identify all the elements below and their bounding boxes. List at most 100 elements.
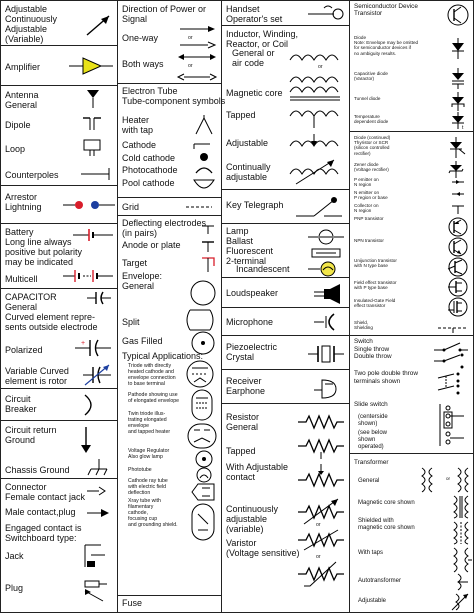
cell-lamp: Lamp Ballast Fluorescent 2-terminal Inca… [222,224,350,278]
label-lamp: Lamp Ballast Fluorescent 2-terminal [226,226,274,266]
label-unijunction: Unijunction transistor with N type base [354,258,397,269]
both-ways-arrow-icon [178,54,218,81]
label-n-emitter: N emitter on P region or base [354,190,388,201]
single-throw-switch-icon [432,340,470,352]
phototube-icon [194,466,214,484]
pentode-tube-icon [190,388,214,422]
transformer-general-icon [412,466,442,496]
cell-capacitor: CAPACITOR General Curved element repre- … [0,289,118,389]
cell-piezo: Piezoelectric Crystal [222,336,350,370]
label-fet: Field effect transistor with P type base [354,280,397,291]
label-diode-continued: Diode (continued) Thyristor or SCR (sili… [354,135,391,156]
label-counterpoles: Counterpoles [5,170,59,180]
counterpoles-icon [79,166,115,182]
label-arrestor: Arrestor Lightning [5,192,42,212]
label-or-bothways: or [188,63,193,69]
adjustable-transformer-icon [450,592,472,612]
label-split: Split [122,317,140,327]
tapped-transformer-icon [450,546,472,574]
fluorescent-lamp-icon [306,246,346,260]
label-switch: Switch Single throw Double throw [354,338,392,361]
grid-icon [184,204,214,210]
xray-tube-icon [188,502,218,542]
cell-inductor: Inductor, Winding, Reactor, or Coil Gene… [222,26,350,190]
two-pole-switch-icon [434,372,460,395]
cell-loudspeaker: Loudspeaker [222,278,350,308]
label-resistor-or2: or [316,554,321,560]
cell-battery: Battery Long line always positive but po… [0,224,118,289]
magnetic-core-inductor-icon [288,82,346,104]
label-diode: Diode Note: Envelope may be omitted for … [354,35,419,56]
battery-icon [71,228,115,242]
continually-adjustable-inductor-icon [288,158,346,186]
label-two-pole: Two pole double throw terminals shown [354,370,418,385]
deflecting-electrodes-icon [198,222,218,236]
label-key-telegraph: Key Telegraph [226,200,284,210]
label-electron-tube: Electron Tube Tube-component symbols [122,86,226,106]
label-antenna-general: Antenna General [5,90,39,110]
transistor-icon [446,3,470,27]
cell-switch: Switch Single throw Double throw Two pol… [350,336,474,454]
inductor-coil-icon [288,48,346,88]
label-resistor-or1: or [316,522,321,528]
label-circuit-breaker: Circuit Breaker [5,394,37,414]
label-anode: Anode or plate [122,240,181,250]
label-tr-or: or [446,476,451,481]
double-throw-switch-icon [432,353,464,369]
cathode-icon [190,138,218,150]
label-xray: Xray tube with filamentary cathode, focu… [128,498,178,528]
label-twin-triode: Twin triode illus- trating elongated env… [128,411,171,435]
voltage-regulator-icon [194,448,214,470]
label-crt: Cathode ray tube with electric field def… [128,478,168,496]
pnp-symbols-icon [448,180,468,218]
label-continuously: Continuously adjustable (variable) [226,504,279,534]
cell-handset: Handset Operator's set [222,0,350,26]
pool-cathode-icon [190,176,218,196]
envelope-split-icon [182,306,218,334]
anode-icon [198,238,218,254]
cell-adjustable: Adjustable Continuously Adjustable (Vari… [0,0,118,46]
label-inductor-or: or [318,64,323,70]
label-autotransformer: Autotransformer [358,578,402,584]
antenna-icon [87,90,99,110]
cell-semiconductor: Semiconductor Device Transistor Diode No… [350,0,474,132]
label-shield: Shield, Shielding [354,320,373,331]
label-typical: Typical Applications: [122,351,204,361]
transformer-alt-icon [454,466,472,496]
loop-antenna-icon [81,138,103,158]
cell-deflecting: Deflecting electrodes (in pairs) Anode o… [118,216,222,596]
label-pentode: Pathode showing use of elongated envelop… [128,392,180,404]
crt-icon [190,482,216,502]
label-zener: Zener diode (Voltage rectifier) [354,162,389,173]
capacitor-icon [85,291,113,305]
triode-tube-icon [184,358,216,390]
piezo-crystal-icon [306,342,346,366]
variable-resistor-icon [296,496,346,526]
one-way-arrow-icon [178,26,218,49]
label-centerside: (centerside shown) [358,414,388,427]
label-inductor-general: General or air code [232,48,275,68]
tapped-inductor-icon [288,106,346,132]
label-resistor: Resistor General [226,412,260,432]
label-tr-adjustable: Adjustable [358,598,387,604]
label-plug: Plug [5,583,24,593]
label-capacitor: CAPACITOR General Curved element repre- … [5,292,98,332]
photocathode-icon [190,163,218,177]
label-jack: Jack [5,551,24,561]
cell-diode-continued: Diode (continued) Thyristor or SCR (sili… [350,132,474,336]
target-icon [198,254,218,274]
label-chassis-ground: Chassis Ground [5,465,70,475]
circuit-breaker-icon [81,393,101,417]
label-receiver: Receiver Earphone [226,376,266,396]
label-tr-taps: With taps [358,550,384,556]
label-tr-general: General [358,478,380,484]
label-loop: Loop [5,144,26,154]
svg-text:t: t [462,125,464,131]
cell-receiver: Receiver Earphone [222,370,350,404]
label-cold-cathode: Cold cathode [122,153,176,163]
dipole-icon [81,116,103,132]
adjustable-inductor-icon [288,132,346,158]
tunnel-diode-icon [448,91,468,113]
label-phototube: Phototube [128,467,152,473]
